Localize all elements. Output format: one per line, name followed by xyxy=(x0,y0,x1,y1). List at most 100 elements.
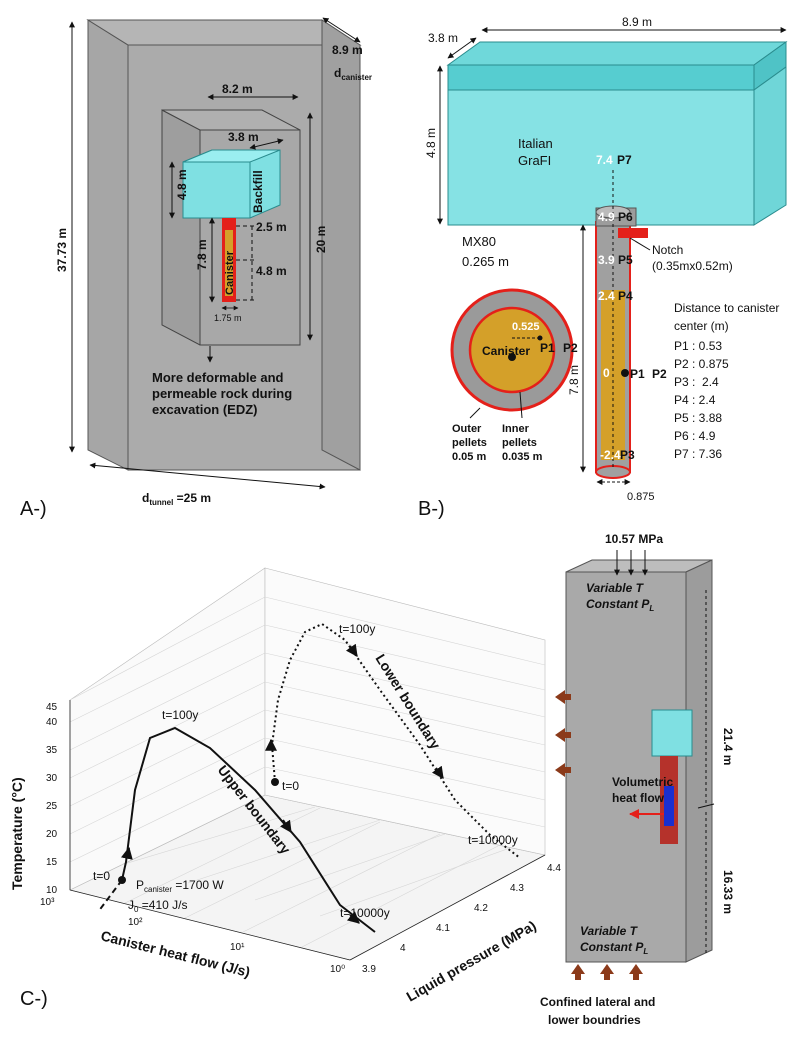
dist-p5: P5 : 3.88 xyxy=(674,411,722,425)
p7-value: 7.4 xyxy=(596,153,613,167)
confined-line2: lower boundries xyxy=(548,1013,641,1027)
p3-name: P3 xyxy=(620,448,635,462)
model-right xyxy=(685,559,713,963)
p1-value: 0 xyxy=(603,366,610,380)
outer-line2: pellets xyxy=(452,437,487,449)
p3-value: -2.4 xyxy=(600,448,621,462)
lateral-support-icons xyxy=(555,690,571,777)
confined-line1: Confined lateral and xyxy=(540,995,655,1009)
dist-p2: P2 : 0.875 xyxy=(674,357,729,371)
panel-c-tag: C-) xyxy=(20,988,48,1010)
upper-end-label: t=10000y xyxy=(340,906,390,920)
notch xyxy=(618,228,648,238)
mx80-line1: MX80 xyxy=(462,234,496,249)
model-column: Volumetric heat flow 10.57 MPa Variable … xyxy=(540,532,735,1027)
dist-p6: P6 : 4.9 xyxy=(674,429,716,443)
inner-width-label: 8.2 m xyxy=(222,82,253,96)
y-axis-title: Liquid pressure (MPa) xyxy=(404,917,539,1004)
x-tick: 10³ xyxy=(40,897,55,908)
p7-name: P7 xyxy=(617,153,632,167)
outer-box-top xyxy=(86,19,362,46)
y-tick: 4.2 xyxy=(474,903,488,914)
backfill-label: Backfill xyxy=(251,170,265,213)
lower-length: 16.33 m xyxy=(721,870,735,914)
grafi-line1: Italian xyxy=(518,136,553,151)
backfill-height-label: 4.8 m xyxy=(175,169,189,200)
bot-bc1: Variable T xyxy=(580,924,639,938)
upper-length: 21.4 m xyxy=(721,728,735,765)
z-tick: 15 xyxy=(46,857,58,868)
p-canister-label: Pcanister =1700 W xyxy=(136,878,224,894)
cs-radius-label: 0.525 xyxy=(512,321,540,333)
dist-title2: center (m) xyxy=(674,319,729,333)
notch-line1: Notch xyxy=(652,243,683,257)
inner-line3: 0.035 m xyxy=(502,451,543,463)
grafi-top-band xyxy=(447,64,755,91)
mx80-line2: 0.265 m xyxy=(462,254,509,269)
edz-line1: More deformable and xyxy=(152,370,284,385)
panel-a: Backfill Canister 8.2 m 3.8 m 4.8 m 7.8 … xyxy=(20,17,372,520)
cs-p2: P2 xyxy=(563,341,578,355)
grafi-top xyxy=(446,41,788,66)
z-tick: 40 xyxy=(46,717,58,728)
p6-name: P6 xyxy=(618,210,633,224)
y-tick: 4.4 xyxy=(547,863,561,874)
z-tick: 20 xyxy=(46,829,58,840)
heat-line1: Volumetric xyxy=(612,775,673,789)
inner-line1: Inner xyxy=(502,423,530,435)
z-tick: 45 xyxy=(46,702,58,713)
point-labels: 7.4 P7 4.9 P6 3.9 P5 2.4 P4 0 P1 P2 -2.4… xyxy=(596,153,667,462)
gap-mid-label: 4.8 m xyxy=(256,264,287,278)
upper-peak-label: t=100y xyxy=(162,708,198,722)
inner-line2: pellets xyxy=(502,437,537,449)
panel-b-tag: B-) xyxy=(418,498,445,520)
outer-box-side xyxy=(87,19,129,471)
b-height-label: 4.8 m xyxy=(424,128,438,158)
canister-label: Canister xyxy=(224,250,236,295)
upper-start-label: t=0 xyxy=(93,869,110,883)
cs-p1: P1 xyxy=(540,341,555,355)
p2-name: P2 xyxy=(652,367,667,381)
model-heater xyxy=(664,786,674,826)
back-wall xyxy=(264,567,546,856)
p4-name: P4 xyxy=(618,289,633,303)
outer-line3: 0.05 m xyxy=(452,451,486,463)
d-canister-label: dcanister xyxy=(334,66,372,82)
base-support-icons xyxy=(571,964,643,980)
grafi-line2: GraFI xyxy=(518,153,551,168)
p1-name: P1 xyxy=(630,367,645,381)
edz-line3: excavation (EDZ) xyxy=(152,402,257,417)
z-tick: 30 xyxy=(46,773,58,784)
x-tick: 10² xyxy=(128,917,143,928)
bot-bc2: Constant PL xyxy=(580,940,648,956)
y-tick: 3.9 xyxy=(362,964,376,975)
p5-name: P5 xyxy=(618,253,633,267)
z-tick: 35 xyxy=(46,745,58,756)
b-depth-label: 3.8 m xyxy=(428,31,458,45)
dist-p4: P4 : 2.4 xyxy=(674,393,716,407)
x-axis-title: Canister heat flow (J/s) xyxy=(99,927,252,980)
x-ticks: 10³ 10² 10¹ 10⁰ xyxy=(40,897,345,975)
outer-line1: Outer xyxy=(452,423,482,435)
p5-value: 3.9 xyxy=(598,253,615,267)
dist-p1: P1 : 0.53 xyxy=(674,339,722,353)
j0-label: J0 =410 J/s xyxy=(128,898,187,914)
z-axis-title: Temperature (°C) xyxy=(9,777,25,890)
y-tick: 4.3 xyxy=(510,883,524,894)
cs-canister xyxy=(468,306,556,394)
b-width-label: 8.9 m xyxy=(622,15,652,29)
load-label: 10.57 MPa xyxy=(605,532,663,546)
dist-p3: P3 : 2.4 xyxy=(674,375,719,389)
dist-p7: P7 : 7.36 xyxy=(674,447,722,461)
lower-peak-label: t=100y xyxy=(339,622,375,636)
y-tick: 4 xyxy=(400,943,406,954)
y-ticks: 3.9 4 4.1 4.2 4.3 4.4 xyxy=(362,863,561,975)
p6-value: 4.9 xyxy=(598,210,615,224)
lower-end-label: t=10000y xyxy=(468,833,518,847)
column-bottom xyxy=(595,465,631,479)
upper-boundary-curve xyxy=(121,726,376,933)
panel-b: Italian GraFI 3.8 m 8.9 m 4.8 m Notch (0… xyxy=(418,15,788,520)
panel-c-chart: 10 15 20 25 30 35 40 45 10³ 10² 10¹ 10⁰ … xyxy=(9,567,561,1010)
canister-width-label: 1.75 m xyxy=(214,313,242,323)
